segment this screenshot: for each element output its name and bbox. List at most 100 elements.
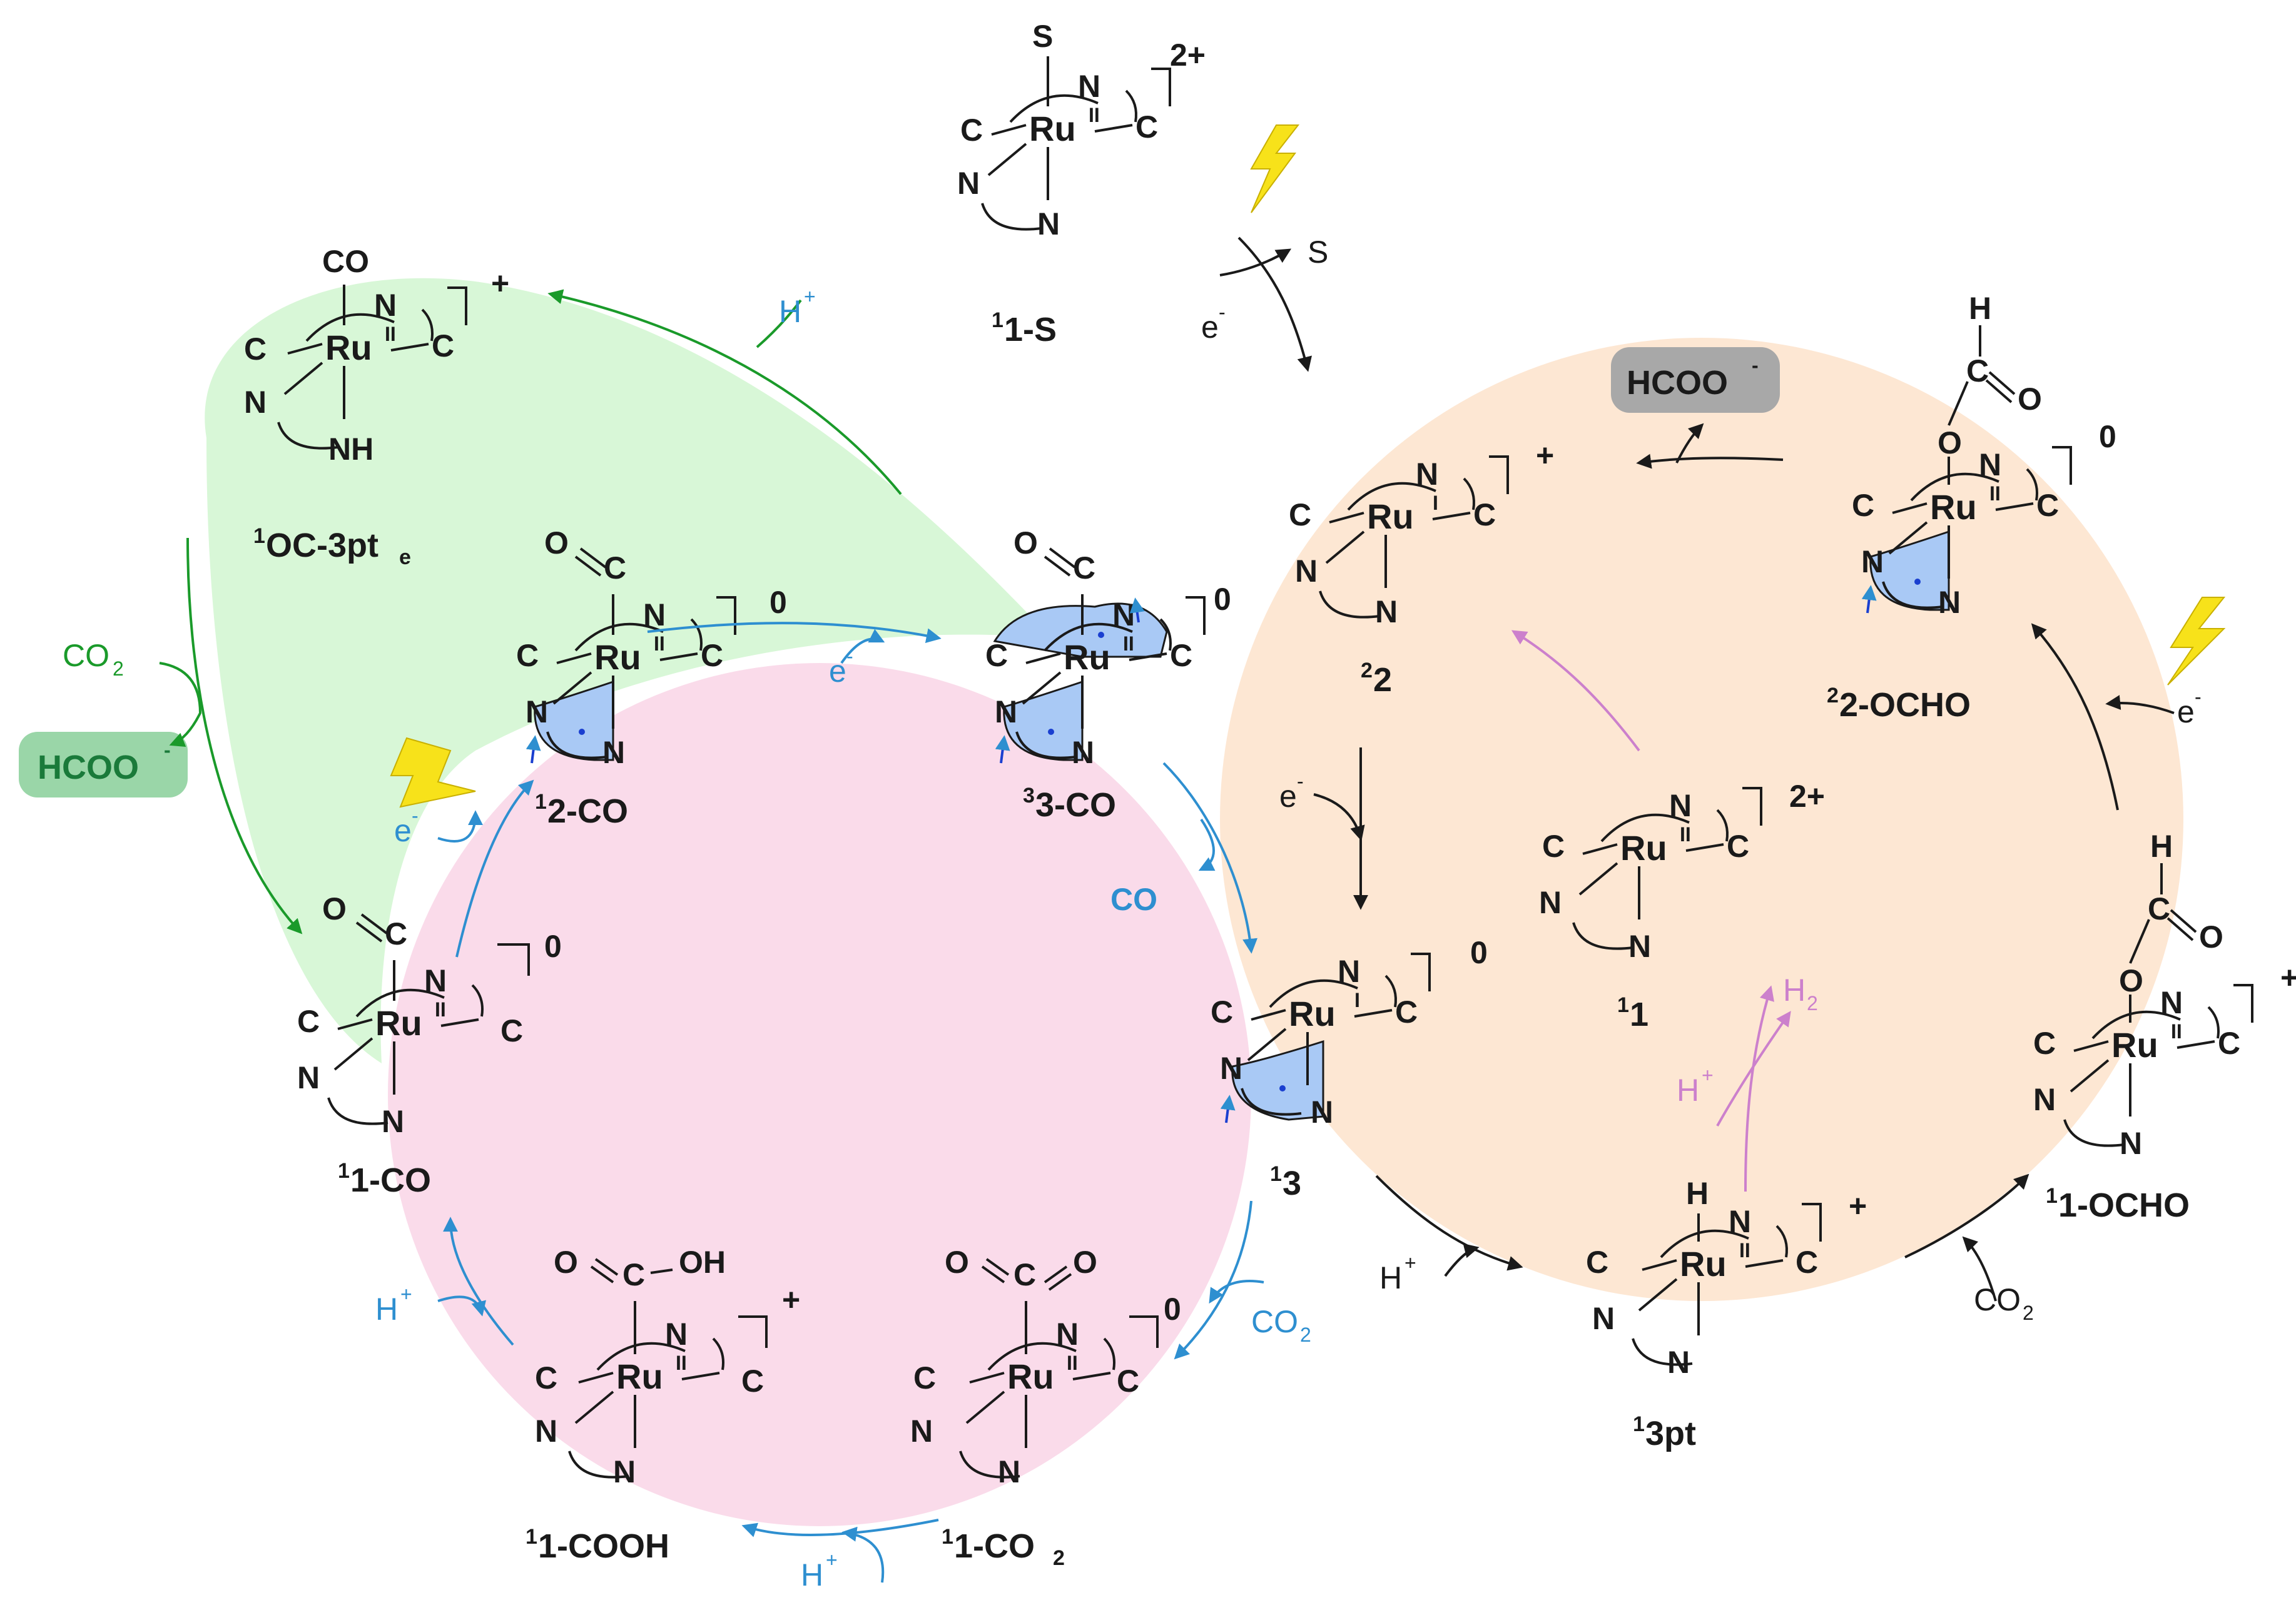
svg-text:1: 1 [535,790,547,814]
n-atom: N [1220,1051,1242,1086]
svg-text:1-CO: 1-CO [954,1527,1035,1565]
label-22-OCHO: 2 2-OCHO [1827,684,1971,724]
n-atom: N [1669,788,1692,823]
svg-text:1: 1 [1630,996,1648,1033]
reagent-e-minus: e [394,813,412,848]
svg-text:1: 1 [1270,1162,1282,1186]
reagent-co2: CO [1251,1304,1298,1339]
radical-ligand-bottom [1003,680,1084,761]
label-13: 1 3 [1270,1162,1301,1202]
svg-text:2: 2 [1053,1546,1065,1570]
complex-33-CO: Ru II O C N C C N N 0 [985,525,1231,770]
arrow-green-top [547,289,902,495]
co-ligand: CO [322,244,369,279]
charge: 0 [2099,419,2116,454]
reagent-h-plus: H [1677,1073,1699,1108]
oxidation-state: II [1123,632,1134,655]
ru-atom: Ru [375,1003,422,1043]
c-atom: C [516,638,539,673]
n-atom: N [1375,594,1398,629]
reagent-sup: + [1702,1064,1714,1086]
n-atom: N [535,1414,557,1449]
ru-atom: Ru [1367,497,1414,536]
reagent-sup: - [1219,301,1226,323]
svg-text:HCOO: HCOO [38,749,139,786]
complex-1OC-3pte: Ru II CO N C C N NH + [244,244,509,467]
n-atom: N [1112,597,1135,632]
light-excitation-icon [2167,597,2226,686]
o-atom: O [2119,963,2143,998]
hcoo-box-green [19,732,188,797]
o-atom: O [322,891,347,926]
ru-atom: Ru [1620,828,1667,868]
ru-atom: Ru [325,328,372,367]
c-atom: C [1727,829,1749,864]
n-atom: N [297,1060,320,1095]
h-atom: H [1969,291,1991,326]
arrow-green-left [186,537,303,934]
complex-13: Ru I N C C N N 0 [1211,935,1488,1130]
c-atom: C [535,1360,557,1395]
reagent-sup: + [1405,1252,1416,1274]
reagent-sup: - [846,645,853,667]
o-atom: O [2018,382,2042,417]
n-atom: N [1592,1301,1615,1336]
complex-12-CO: Ru II O C N C C N N 0 [516,525,787,770]
svg-text:1: 1 [253,524,265,548]
n-atom: N [526,694,548,729]
complex-22: Ru I N C C N N + [1289,438,1554,629]
complex-13pt: Ru II H N C C N N + [1586,1176,1867,1380]
svg-text:3: 3 [1283,1165,1301,1202]
n-atom: N [665,1317,688,1352]
orange-cycle-region [1220,338,2183,1301]
o-atom: O [1073,1245,1097,1280]
oxidation-state: II [1680,823,1691,846]
reagent-h2: H [1783,973,1806,1008]
oxidation-state: II [676,1352,687,1374]
o-atom: O [544,525,569,560]
charge: + [782,1282,800,1317]
n-atom: N [382,1104,404,1139]
svg-text:1-COOH: 1-COOH [538,1527,669,1565]
ru-atom: Ru [1029,109,1076,148]
svg-text:2: 2 [1361,659,1373,682]
oxidation-state: II [1739,1239,1750,1262]
oxidation-state: II [2171,1020,2182,1043]
svg-text:1: 1 [942,1525,953,1549]
reagent-s: S [1308,235,1328,270]
n-atom: N [613,1454,636,1489]
c-atom: C [1117,1364,1139,1399]
charge: 2+ [1789,779,1825,814]
complex-11-CO2: Ru II O C O N C C N N 0 [910,1245,1181,1489]
label-11-COOH: 1 1-COOH [526,1525,669,1565]
reagent-co2: CO [63,638,109,673]
svg-text:OC-3pt: OC-3pt [266,527,378,564]
oh-group: OH [679,1245,726,1280]
charge: 0 [544,929,562,964]
nh-group: NH [328,432,373,467]
label-11: 1 1 [1617,993,1648,1033]
svg-text:1: 1 [1633,1412,1645,1436]
c-atom: C [1211,995,1233,1030]
complex-11-CO: Ru II O C N C C N N 0 [297,891,562,1139]
label-22: 2 2 [1361,659,1392,699]
svg-text:2-OCHO: 2-OCHO [1839,686,1971,724]
n-atom: N [2033,1082,2056,1117]
charge: 0 [1470,935,1488,970]
o-atom: O [945,1245,969,1280]
svg-text:HCOO: HCOO [1627,364,1728,402]
n-atom: N [1667,1345,1690,1380]
radical-ligand [1869,530,1950,611]
c-atom: C [985,638,1008,673]
reagent-sup: - [1297,770,1304,792]
charge: 2+ [1170,38,1206,73]
n-atom: N [1037,206,1060,241]
reagent-sub: 2 [1807,992,1818,1015]
complex-11-OCHO: Ru II O C O H N C C N N + [2033,829,2296,1161]
ru-atom: Ru [1064,637,1110,677]
reagent-sup: + [804,285,816,308]
radical-ligand [534,680,614,761]
h-atom: H [2150,829,2173,864]
c-atom: C [913,1360,936,1395]
svg-text:1: 1 [338,1159,350,1183]
